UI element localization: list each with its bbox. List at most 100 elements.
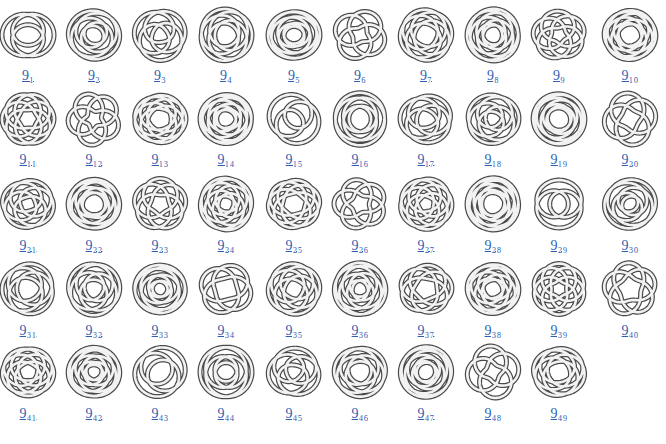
label-slot: 9₂₄: [218, 236, 235, 254]
knot-tube-fill: [467, 9, 518, 61]
knot-figure: [68, 179, 120, 228]
label-slot: 9₃₃: [152, 321, 169, 339]
label-slot: 9₃₆: [352, 321, 369, 339]
knot-figure: [200, 178, 251, 230]
knot-figure: [467, 264, 519, 313]
knot-label: 9₄₀: [622, 323, 639, 338]
knot-figure: [604, 180, 655, 229]
knot-tube-outline: [533, 11, 584, 58]
knot-tube-outline: [200, 178, 251, 230]
knot-tube-outline: [533, 349, 584, 396]
knot-tube-outline: [268, 264, 320, 315]
knot-label: 9₄₆: [352, 406, 369, 421]
label-slot: 9₁₈: [485, 150, 502, 168]
knot-tube-outline: [534, 264, 584, 315]
label-slot: 9₂₇: [418, 236, 435, 254]
knot-tube-outline: [135, 347, 185, 396]
knot-label: 9₃₂: [86, 323, 103, 338]
knot-label: 9₁₃: [152, 152, 169, 167]
knot-figure: [201, 9, 252, 61]
knot-tube-outline: [604, 180, 655, 229]
knot-tube-fill: [604, 263, 655, 314]
knot-label: 9₄: [220, 68, 232, 83]
label-slot: 9₂₅: [286, 236, 303, 254]
knot-tube-fill: [200, 94, 251, 143]
knot-tube-fill: [69, 264, 120, 315]
label-slot: 9₂₆: [352, 236, 369, 254]
knot-tube-outline: [135, 95, 186, 142]
label-slot: 9₁₀: [622, 66, 639, 84]
knot-tube-outline: [334, 263, 386, 315]
knot-tube-fill: [200, 178, 251, 230]
knot-label: 9₁₆: [352, 152, 369, 167]
knot-figure: [604, 263, 655, 314]
knot-figure: [2, 264, 52, 314]
knot-figure: [334, 263, 386, 315]
knot-figure: [135, 347, 185, 396]
knot-tube-fill: [334, 348, 385, 396]
knot-figure: [468, 95, 519, 144]
knot-tube-fill: [201, 265, 251, 312]
label-slot: 9₉: [553, 66, 565, 84]
knot-tube-outline: [467, 346, 518, 398]
label-slot: 9₃₀: [622, 236, 639, 254]
label-slot: 9₅: [288, 66, 300, 84]
knot-label: 9₁₁: [20, 152, 37, 167]
knot-figure: [2, 94, 54, 143]
knot-label: 9₃₁: [20, 323, 37, 338]
knot-tube-outline: [335, 93, 384, 145]
knot-label: 9₁₅: [286, 152, 303, 167]
knot-label: 9₄₂: [86, 406, 103, 421]
knot-label: 9₃₅: [286, 323, 303, 338]
knot-tube-outline: [201, 9, 252, 61]
knot-tube-outline: [467, 264, 519, 313]
knot-figure: [268, 348, 319, 394]
knot-label: 9₈: [487, 68, 499, 83]
knot-tube-fill: [135, 95, 186, 142]
knot-tube-fill: [467, 264, 519, 313]
knot-tube-outline: [400, 96, 450, 143]
label-slot: 9₈: [487, 66, 499, 84]
knot-label: 9₁₇: [418, 152, 435, 167]
knot-label: 9₃₈: [485, 323, 502, 338]
knot-label: 9₉: [553, 68, 565, 83]
knot-label: 9₂₇: [418, 238, 435, 253]
knot-tube-outline: [135, 265, 186, 313]
knot-tube-outline: [2, 14, 54, 56]
knot-tube-fill: [68, 11, 119, 60]
knot-figure: [69, 264, 120, 315]
knot-tube-outline: [200, 347, 252, 397]
knot-label: 9₂₂: [86, 238, 103, 253]
knot-label: 9₂₀: [622, 152, 639, 167]
label-slot: 9₁₆: [352, 150, 369, 168]
knot-tube-fill: [68, 179, 120, 228]
knot-tube-outline: [68, 94, 118, 145]
knot-label: 9₃₄: [218, 323, 235, 338]
knot-tube-outline: [134, 11, 185, 60]
knot-tube-fill: [200, 347, 252, 397]
knot-label: 9₄₇: [418, 406, 435, 421]
knot-tube-outline: [604, 10, 656, 59]
label-slot: 9₄: [220, 66, 232, 84]
label-slot: 9₂₈: [485, 236, 502, 254]
label-slot: 9₃₉: [551, 321, 568, 339]
knot-tube-fill: [335, 12, 384, 59]
knot-figure: [467, 9, 518, 61]
knot-tube-outline: [604, 93, 655, 145]
label-slot: 9₃₄: [218, 321, 235, 339]
knot-tube-outline: [2, 264, 52, 314]
knot-tube-fill: [533, 94, 585, 144]
knot-figure: [269, 95, 319, 144]
knot-tube-fill: [533, 11, 584, 58]
knot-tube-outline: [68, 11, 119, 60]
knot-label: 9₂₁: [20, 238, 37, 253]
label-slot: 9₄₀: [622, 321, 639, 339]
label-slot: 9₂: [88, 66, 100, 84]
knot-label: 9₄₄: [218, 406, 235, 421]
knot-label: 9₁₈: [485, 152, 502, 167]
label-slot: 9₂₉: [551, 236, 568, 254]
knot-figure: [268, 264, 320, 315]
knot-label: 9₂: [88, 68, 100, 83]
knot-tube-fill: [604, 10, 656, 59]
